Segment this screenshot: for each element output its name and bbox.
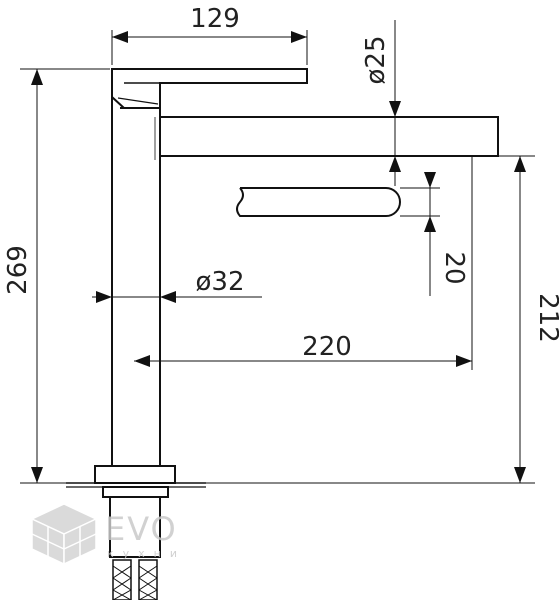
dim-spout-diameter: ø25	[361, 36, 391, 85]
dim-aerator-height: 20	[439, 251, 469, 284]
mounting-shank	[102, 486, 169, 498]
flexible-hoses	[112, 559, 158, 600]
spout-arm	[160, 116, 499, 157]
faucet-outline	[66, 68, 499, 558]
dim-body-diameter: ø32	[196, 267, 245, 297]
dim-spout-height: 212	[533, 293, 559, 343]
faucet-body	[111, 97, 161, 466]
cube-icon	[30, 503, 98, 566]
logo-name: EVO	[105, 510, 178, 548]
aerator-outlet	[236, 187, 401, 217]
dim-total-height: 269	[3, 245, 33, 295]
dim-reach: 220	[302, 332, 352, 362]
dim-top-width: 129	[190, 4, 240, 34]
logo-subtitle: кухни	[107, 547, 186, 560]
handle-lever	[111, 68, 308, 109]
dimension-arrows	[31, 31, 526, 483]
dimension-lines	[20, 20, 535, 484]
base-plate	[94, 465, 176, 484]
evo-logo: EVO кухни	[30, 503, 186, 566]
